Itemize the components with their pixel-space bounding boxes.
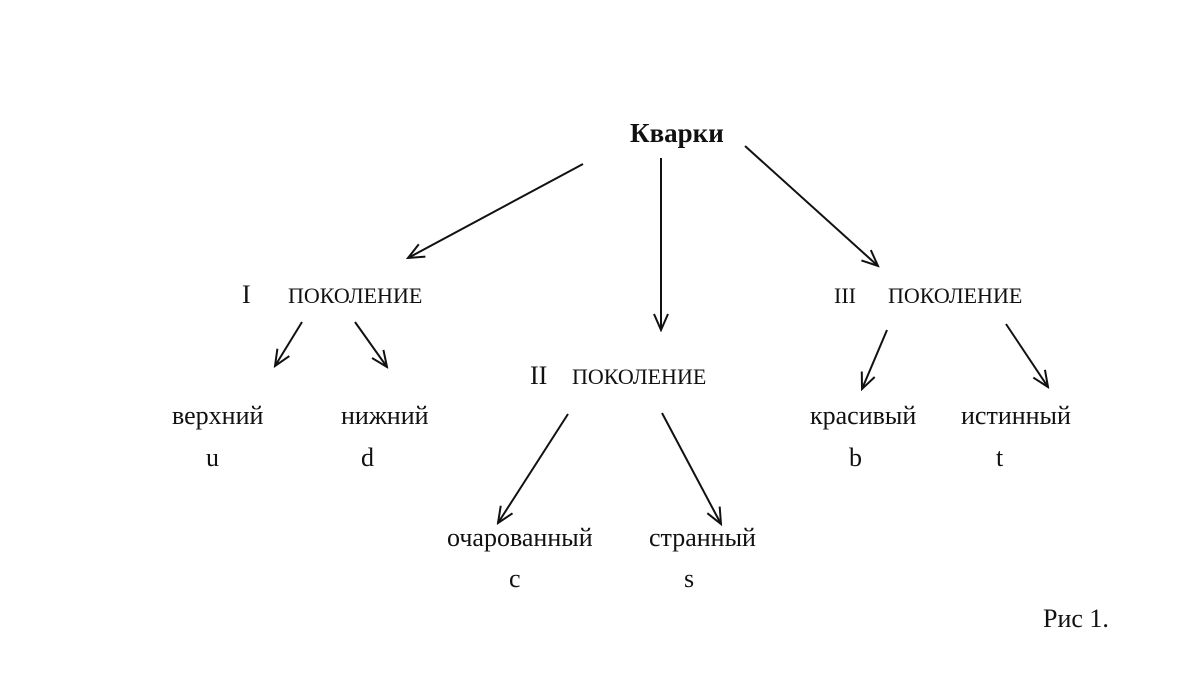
quark-top-name: истинный [961, 401, 1071, 430]
root-label: Кварки [630, 118, 724, 148]
quark-charm-name: очарованный [447, 523, 593, 552]
quark-down-name: нижний [341, 401, 429, 430]
arrow-gen3-to-top [1005, 323, 1048, 387]
quark-bottom-name: красивый [810, 401, 917, 430]
arrow-gen3-to-bottom [862, 329, 888, 389]
arrow-root-to-gen1 [408, 163, 584, 258]
gen1-numeral: I [242, 280, 251, 309]
quark-up-name: верхний [172, 401, 264, 430]
quark-charm-symbol: c [509, 564, 521, 593]
arrow-root-to-gen3 [744, 145, 878, 266]
quark-bottom-symbol: b [849, 443, 862, 472]
arrow-gen2-to-strange [661, 412, 721, 524]
arrow-gen1-to-down [354, 321, 387, 367]
gen3-label: ПОКОЛЕНИЕ [888, 283, 1023, 308]
gen2-numeral: II [530, 361, 548, 390]
quark-strange-name: странный [649, 523, 756, 552]
arrow-gen2-to-charm [498, 413, 569, 523]
gen2-label: ПОКОЛЕНИЕ [572, 364, 707, 389]
quark-down-symbol: d [361, 443, 374, 472]
gen3-numeral: III [834, 283, 856, 308]
gen1-label: ПОКОЛЕНИЕ [288, 283, 423, 308]
arrow-gen1-to-up [275, 321, 303, 366]
quark-up-symbol: u [206, 443, 219, 472]
quark-top-symbol: t [996, 443, 1004, 472]
figure-caption: Рис 1. [1043, 604, 1109, 633]
quark-strange-symbol: s [684, 564, 695, 593]
